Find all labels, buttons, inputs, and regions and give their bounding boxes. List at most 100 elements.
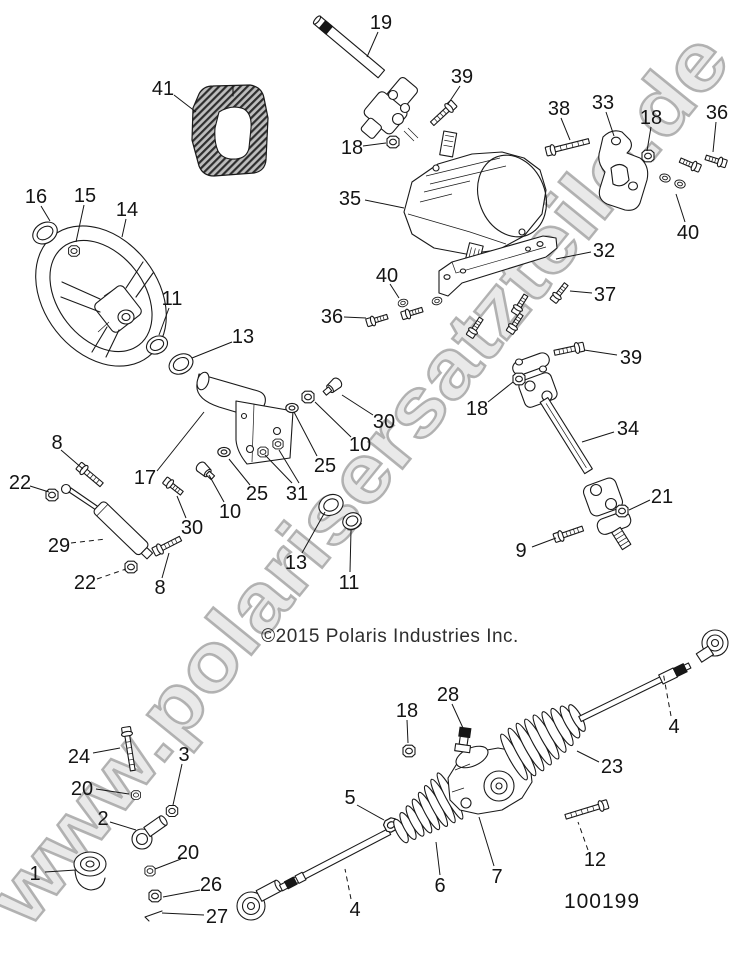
callout-19: 19 bbox=[366, 12, 392, 58]
callout-11: 11 bbox=[158, 288, 182, 336]
callout-40: 40 bbox=[376, 265, 400, 299]
callout-label-39: 39 bbox=[451, 66, 473, 88]
watermark: www.polarisersatzteile.de bbox=[0, 16, 747, 942]
bushing-10-b bbox=[193, 459, 218, 483]
callout-17: 17 bbox=[134, 411, 205, 489]
part-trim-plate bbox=[191, 84, 269, 177]
callout-label-37: 37 bbox=[594, 284, 616, 306]
callout-label-32: 32 bbox=[593, 240, 615, 262]
callout-39: 39 bbox=[583, 347, 642, 369]
nut-10-a bbox=[301, 390, 315, 404]
watermark-text: www.polarisersatzteile.de bbox=[0, 15, 748, 944]
callout-label-35: 35 bbox=[339, 188, 361, 210]
callout-label-15: 15 bbox=[74, 185, 96, 207]
washer-25-a bbox=[285, 402, 299, 414]
part-mount-bracket bbox=[438, 235, 558, 297]
callout-18: 18 bbox=[466, 381, 514, 420]
callout-label-19: 19 bbox=[370, 12, 392, 34]
callout-36: 36 bbox=[706, 102, 728, 153]
callout-label-9: 9 bbox=[515, 540, 526, 562]
callout-24: 24 bbox=[68, 746, 121, 768]
washer-40-d bbox=[430, 295, 444, 307]
callout-41: 41 bbox=[152, 78, 197, 113]
callout-label-21: 21 bbox=[651, 486, 673, 508]
callout-label-5: 5 bbox=[344, 787, 355, 809]
callout-25: 25 bbox=[293, 411, 336, 477]
pinion-fitting bbox=[454, 726, 472, 754]
callout-25: 25 bbox=[228, 458, 268, 505]
nut-18-b bbox=[641, 149, 655, 163]
nut-3 bbox=[165, 804, 179, 818]
rack-boot-right bbox=[500, 704, 586, 781]
callout-22: 22 bbox=[9, 472, 50, 494]
callout-label-33: 33 bbox=[592, 92, 614, 114]
callout-18: 18 bbox=[640, 107, 662, 152]
nut-18-a bbox=[386, 135, 400, 149]
callout-label-30: 30 bbox=[181, 517, 203, 539]
bolt-36-b bbox=[703, 152, 729, 170]
callout-10: 10 bbox=[314, 401, 371, 456]
callout-23: 23 bbox=[576, 750, 623, 778]
part-steering-damper bbox=[60, 483, 154, 560]
callout-3: 3 bbox=[172, 744, 190, 806]
part-upper-steering-shaft bbox=[312, 15, 419, 142]
callout-12: 12 bbox=[577, 821, 606, 871]
callout-18: 18 bbox=[396, 700, 418, 744]
part-column-bracket bbox=[196, 371, 294, 465]
callout-label-20: 20 bbox=[177, 842, 199, 864]
callout-label-4: 4 bbox=[668, 716, 679, 738]
washer-25-b bbox=[217, 446, 231, 458]
callout-label-23: 23 bbox=[601, 756, 623, 778]
callout-8: 8 bbox=[51, 432, 84, 470]
callout-label-8: 8 bbox=[51, 432, 62, 454]
part-bushing-upper bbox=[145, 335, 169, 355]
callout-label-13: 13 bbox=[232, 326, 254, 348]
nut-20-a bbox=[131, 790, 141, 800]
callout-label-10: 10 bbox=[219, 501, 241, 523]
callout-label-3: 3 bbox=[178, 744, 189, 766]
nut-15 bbox=[68, 245, 80, 257]
bolt-12 bbox=[563, 798, 610, 823]
callout-27: 27 bbox=[161, 906, 228, 928]
callout-label-14: 14 bbox=[116, 199, 138, 221]
callout-14: 14 bbox=[116, 199, 138, 238]
callout-16: 16 bbox=[25, 186, 51, 222]
callout-label-7: 7 bbox=[491, 866, 502, 888]
callout-label-11: 11 bbox=[339, 572, 360, 594]
callout-label-25: 25 bbox=[314, 455, 336, 477]
callout-13: 13 bbox=[285, 511, 326, 574]
washer-40-c bbox=[396, 297, 410, 309]
callout-9: 9 bbox=[515, 537, 557, 562]
callout-label-8: 8 bbox=[154, 577, 165, 599]
callout-21: 21 bbox=[628, 486, 673, 511]
part-wheel-cap bbox=[32, 221, 58, 245]
callout-label-27: 27 bbox=[206, 906, 228, 928]
callout-label-39: 39 bbox=[620, 347, 642, 369]
nut-31-b bbox=[272, 438, 284, 450]
callout-4: 4 bbox=[662, 671, 680, 738]
part-bushing-end bbox=[73, 851, 107, 891]
nut-22-b bbox=[124, 560, 138, 574]
callout-35: 35 bbox=[339, 188, 405, 210]
callout-label-10: 10 bbox=[349, 434, 371, 456]
callout-label-36: 36 bbox=[706, 102, 728, 124]
callout-31: 31 bbox=[264, 449, 308, 505]
shoulder-bolt-30-a bbox=[320, 375, 345, 399]
nut-18-d bbox=[402, 744, 416, 758]
bolt-39-top bbox=[427, 98, 459, 129]
callout-label-24: 24 bbox=[68, 746, 90, 768]
callout-label-29: 29 bbox=[48, 535, 70, 557]
bolt-36-a bbox=[677, 154, 703, 174]
callout-label-2: 2 bbox=[97, 808, 108, 830]
callout-label-20: 20 bbox=[71, 778, 93, 800]
callout-label-28: 28 bbox=[437, 684, 459, 706]
callout-label-6: 6 bbox=[434, 875, 445, 897]
callout-2: 2 bbox=[97, 808, 137, 831]
part-rack-and-pinion bbox=[236, 629, 729, 921]
drawing-number: 100199 bbox=[564, 890, 640, 913]
callout-30: 30 bbox=[176, 495, 203, 539]
callout-label-17: 17 bbox=[134, 467, 156, 489]
